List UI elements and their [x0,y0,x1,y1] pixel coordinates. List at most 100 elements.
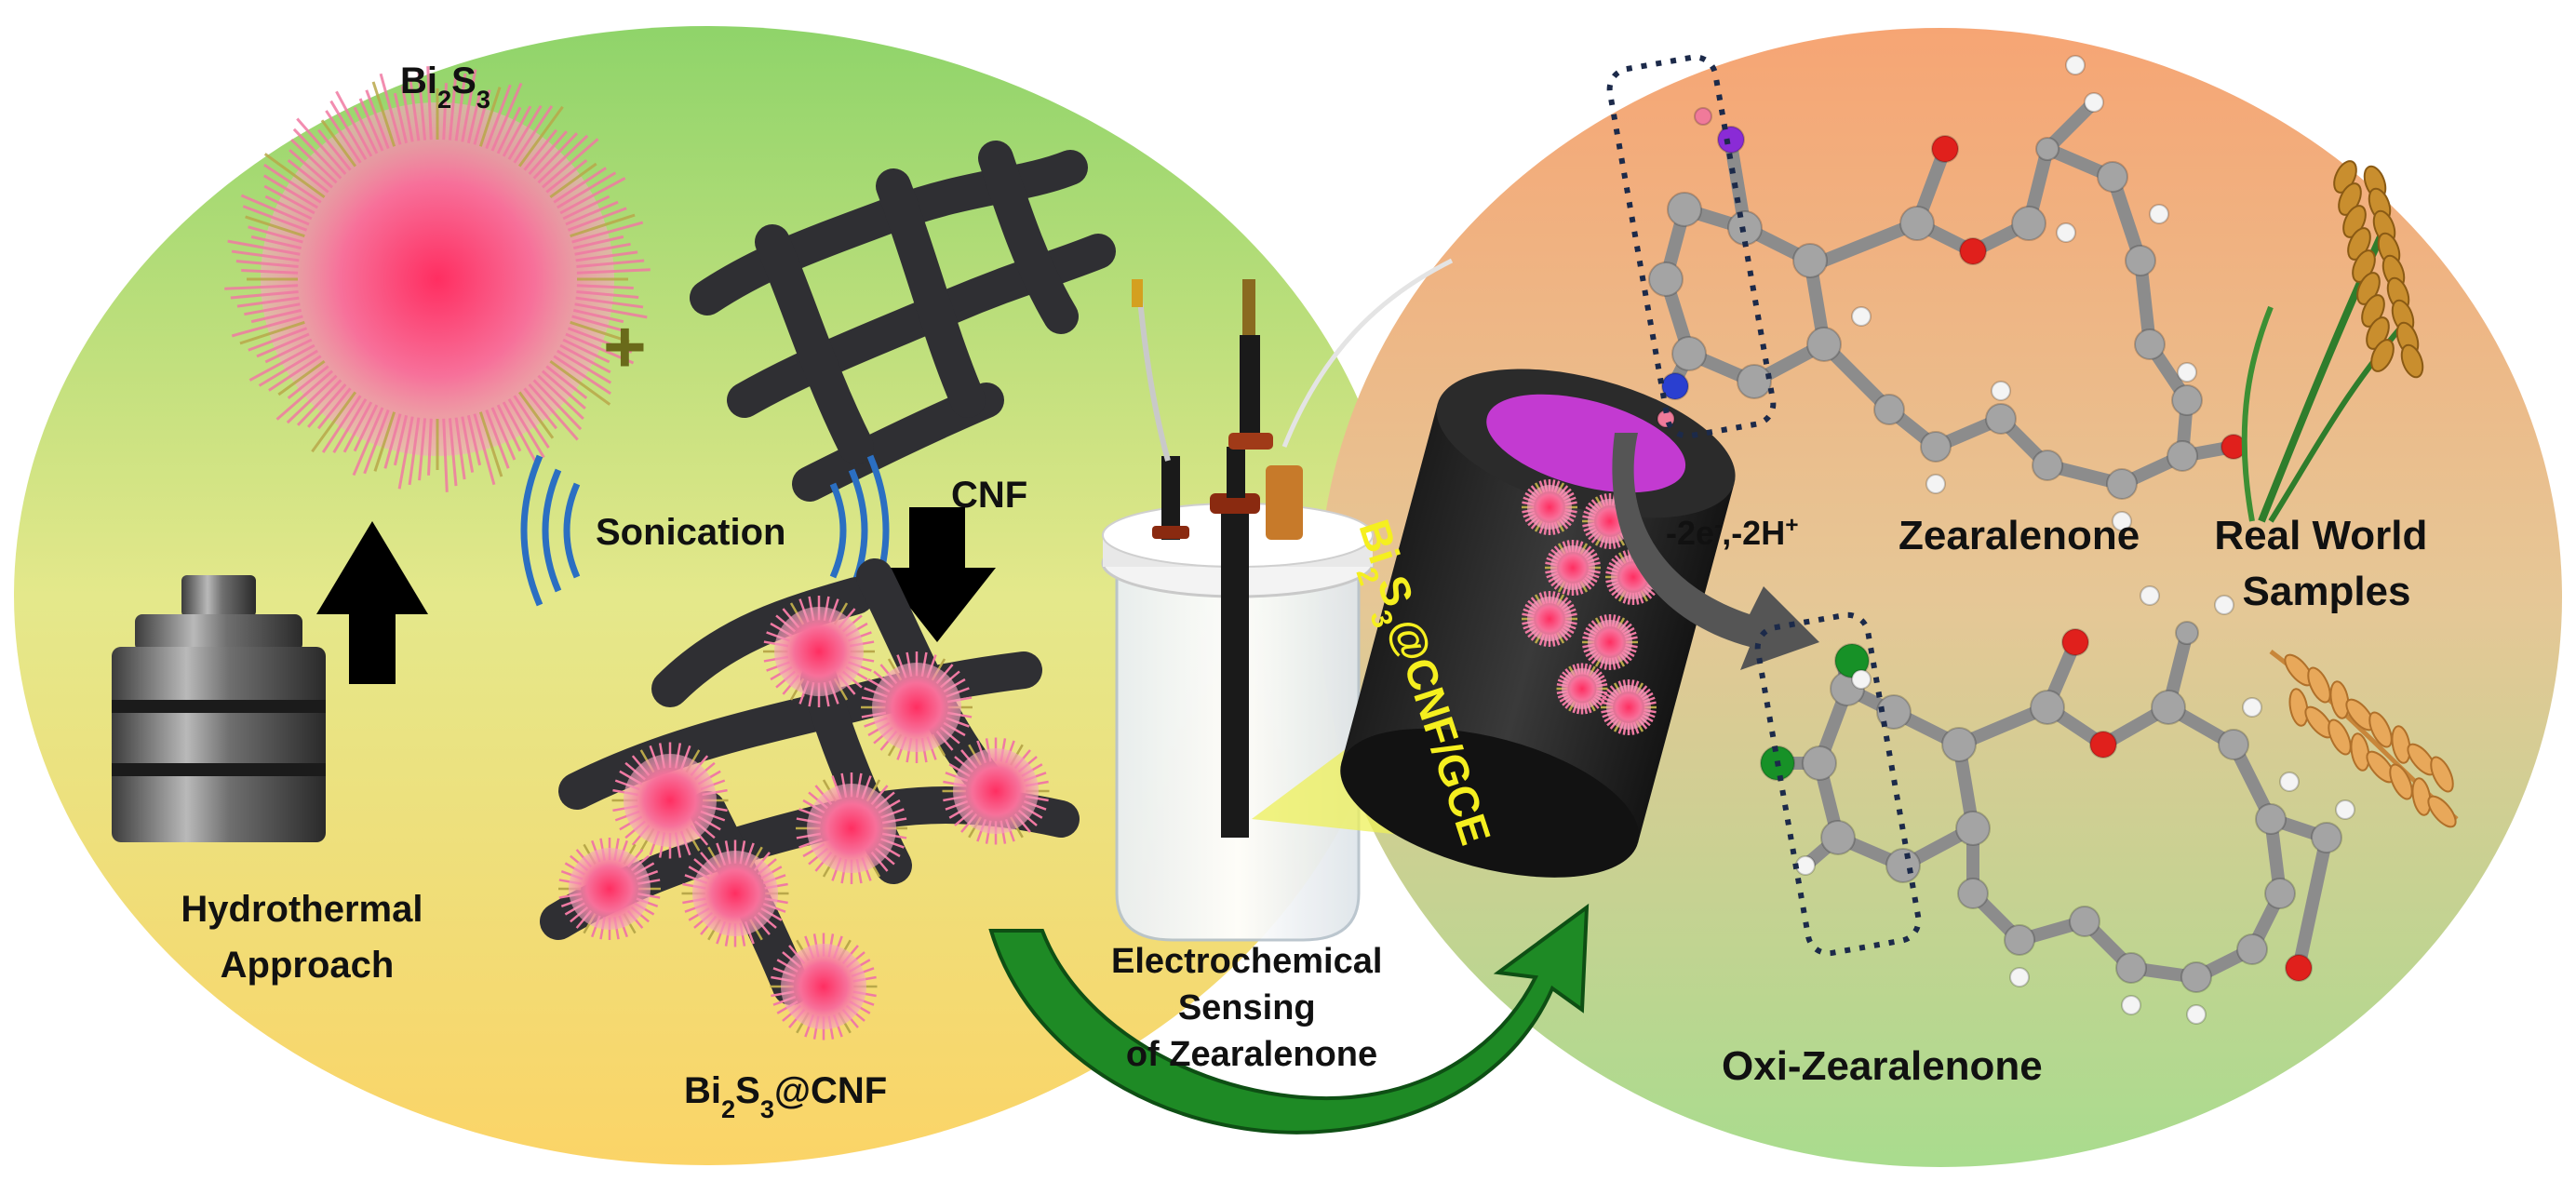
atom [2115,952,2147,984]
sonication-label: Sonication [596,512,785,553]
green-curved-arrow [988,903,1590,1135]
plus-sign: + [603,305,647,388]
atom [1820,820,1856,855]
atom [2084,92,2104,113]
bi2s3-nanoflower [224,66,651,492]
composite-label: Bi2S3@CNF [684,1070,887,1123]
atom [2089,731,2117,759]
atom [1931,135,1959,163]
atom [2032,450,2063,481]
atom [1737,364,1772,399]
sensing-label: Electrochemical Sensing of Zearalenone [1111,942,1392,1074]
atom [2011,206,2046,241]
atom [1661,372,1689,400]
composite-nanoflower [681,839,789,947]
atom [2218,729,2249,760]
sonication-waves-left [520,454,581,607]
disk-nanoflower [1522,479,1577,535]
highlight-box-bottom [1754,611,1922,957]
composite-nanoflower [796,772,907,884]
atom [1806,327,1842,362]
atom [2242,697,2262,718]
bi2s3-label: Bi2S3 [400,60,490,114]
oxi-zearalenone-molecule [1760,585,2355,1025]
atom [2175,621,2199,645]
atom [2056,222,2076,243]
atom [2149,204,2169,224]
atom [1648,262,1684,297]
atom [2035,137,2059,161]
atom [2061,628,2089,656]
atom [1899,206,1935,241]
reaction-arrow [1612,433,1819,670]
atom [2140,585,2160,606]
atom [2285,954,2313,982]
atom [1959,237,1987,265]
zearalenone-molecule [1648,55,2247,531]
atom [1925,474,1946,494]
atom [2171,384,2203,416]
electrochemical-cell [1101,258,1454,942]
atom [1717,126,1745,154]
atom [2151,690,2186,725]
disk-nanoflower [1601,679,1657,735]
atom [1941,727,1977,762]
atom [1873,394,1905,425]
composite-nanoflower [861,651,973,763]
atom [1985,403,2017,435]
atom [2030,690,2065,725]
atom [2214,595,2234,615]
atom [2097,161,2128,193]
atom [2186,1004,2207,1025]
atom [1991,381,2011,401]
cnf-mesh [690,141,1116,502]
rice-grain-icon [2269,650,2459,828]
disk-nanoflower [1556,663,1608,715]
atom [1694,107,1712,126]
atom [1851,306,1872,327]
atom [1802,745,1837,781]
atom [1671,336,1707,371]
composite-nanoflower [770,933,878,1041]
atom [2106,468,2138,500]
atom [2311,822,2342,853]
atom [2009,967,2030,987]
autoclave-icon [112,575,326,842]
atom [2264,878,2296,909]
composite-nanoflower [942,737,1050,845]
composite-nanoflowers [558,596,1050,1041]
real-world-label: Real World Samples [2214,513,2438,614]
atom [2236,933,2268,965]
atom [1834,643,1870,678]
hydrothermal-label: Hydrothermal Approach [181,889,433,986]
atom [1792,243,1828,278]
atom [1876,694,1912,730]
atom [2255,803,2287,835]
atom [1851,669,1872,690]
atom [2279,772,2300,792]
atom [1957,878,1989,909]
highlight-box-top [1606,54,1777,439]
composite-nanoflower [611,742,729,859]
disk-nanoflower [1545,540,1601,596]
atom [2167,440,2198,472]
working-electrode [1221,503,1249,838]
atom [2125,245,2156,276]
atom [2335,799,2355,820]
right-panel-circle [1319,28,2562,1167]
atom [2112,511,2132,531]
atom [2180,961,2212,993]
reaction-label: -2e-,-2H+ [1666,513,1799,553]
atom [2177,362,2197,383]
atom [2134,329,2166,360]
atom [2121,995,2141,1015]
atom [2004,924,2035,956]
zearalenone-label: Zearalenone [1898,513,2140,558]
down-arrow [879,507,996,642]
disk-nanoflower [1582,614,1638,670]
atom [1955,811,1991,846]
atom [2069,906,2100,937]
composite-nanoflower [763,596,875,707]
atom [1795,855,1816,876]
